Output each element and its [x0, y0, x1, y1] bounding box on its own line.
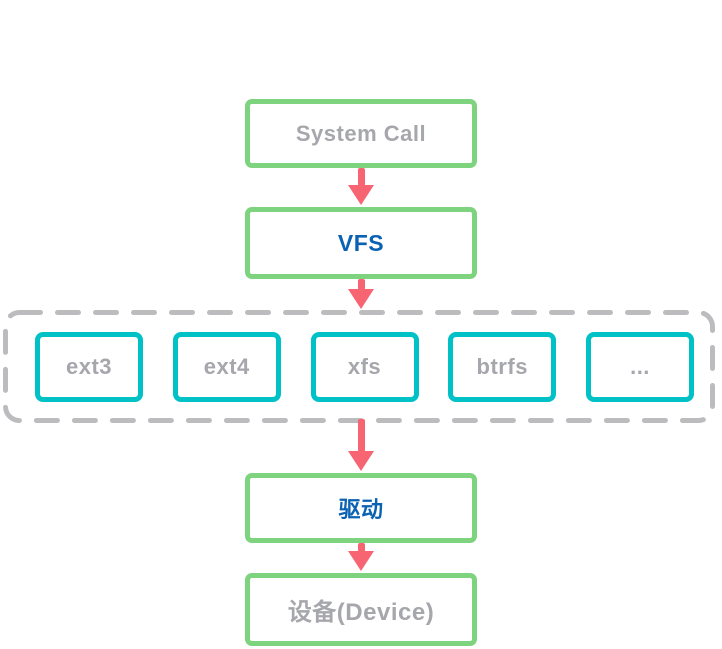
arrow-head — [348, 451, 374, 471]
fs-box-ellipsis: ... — [586, 331, 694, 402]
node-vfs-label: VFS — [337, 229, 385, 256]
arrow-shaft — [357, 543, 365, 552]
arrow-down-icon — [348, 168, 374, 205]
node-device: 设备(Device) — [245, 573, 477, 646]
arrow-down-icon — [348, 419, 374, 471]
fs-box-btrfs: btrfs — [448, 331, 557, 402]
fs-box-xfs: xfs — [310, 331, 419, 402]
node-system-call-label: System Call — [295, 120, 427, 146]
fs-box-label: ... — [630, 353, 650, 379]
arrow-head — [348, 551, 374, 571]
arrow-shaft — [357, 279, 365, 290]
fs-box-ext3: ext3 — [35, 331, 143, 402]
fs-box-ext4: ext4 — [172, 331, 281, 402]
fs-box-label: ext4 — [203, 353, 250, 379]
node-driver: 驱动 — [245, 473, 477, 543]
node-driver-label: 驱动 — [338, 497, 384, 522]
arrow-down-icon — [348, 543, 374, 571]
node-device-label: 设备(Device) — [287, 599, 435, 626]
arrow-shaft — [357, 419, 365, 452]
fs-box-label: xfs — [347, 353, 382, 379]
filesystems-group: ext3 ext4 xfs btrfs ... — [3, 310, 715, 423]
arrow-head — [348, 289, 374, 309]
arrow-down-icon — [348, 279, 374, 309]
node-system-call: System Call — [245, 99, 477, 168]
fs-box-label: ext3 — [65, 353, 113, 379]
arrow-shaft — [357, 168, 365, 186]
node-vfs: VFS — [245, 207, 477, 279]
fs-box-label: btrfs — [476, 353, 528, 379]
filesystems-row: ext3 ext4 xfs btrfs ... — [3, 310, 715, 423]
arrow-head — [348, 185, 374, 205]
